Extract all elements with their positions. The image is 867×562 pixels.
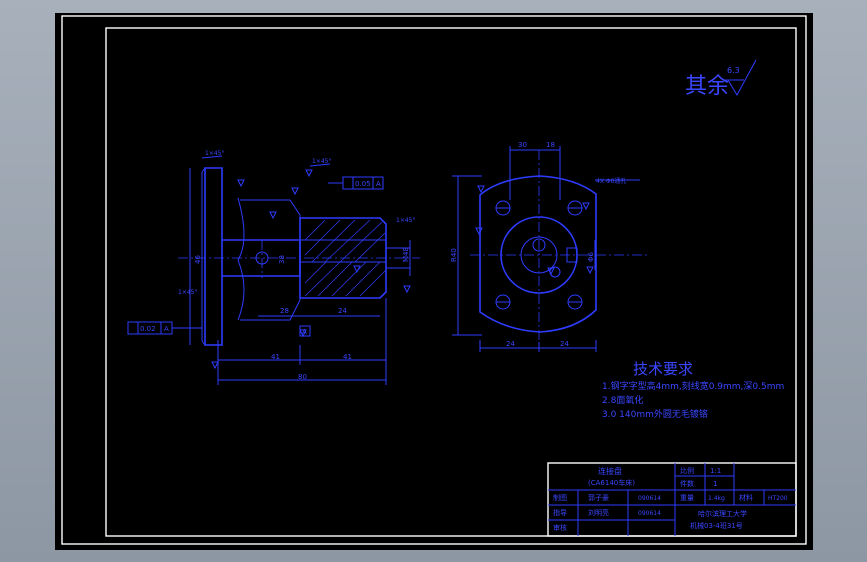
tb-qty-value: 1 xyxy=(713,480,717,488)
tb-material-value: HT200 xyxy=(768,495,788,502)
front-view: 41 41 80 28 24 38 46 M48 1×45° 1×45° 1×4… xyxy=(127,150,420,385)
datum-a: A xyxy=(302,328,307,336)
outer-border xyxy=(61,15,807,545)
hatch-area xyxy=(304,219,387,297)
side-dim-18: 18 xyxy=(546,141,555,149)
tb-checked-date: 090614 xyxy=(638,510,661,517)
tb-approved-label: 审核 xyxy=(553,523,567,532)
dim-24: 24 xyxy=(338,307,347,315)
chamfer-3: 1×45° xyxy=(396,217,415,224)
tb-weight-value: 1.4kg xyxy=(708,495,725,502)
side-dim-phi6: Φ6 xyxy=(587,251,595,262)
side-view: 30 18 4X Φ6通孔 24 24 R40 Φ6 xyxy=(450,141,650,352)
side-dim-24a: 24 xyxy=(506,340,515,348)
perp-value: 0.02 xyxy=(140,325,156,333)
tech-item-3: 3.0 140mm外圆无毛镀铬 xyxy=(602,408,708,420)
roughness-symbol-icon xyxy=(727,59,757,97)
tb-part-name: 连接盘 xyxy=(598,466,622,476)
side-dim-24b: 24 xyxy=(560,340,569,348)
tb-scale-label: 比例 xyxy=(680,466,694,475)
dim-28: 28 xyxy=(280,307,289,315)
tb-drawn-label: 制图 xyxy=(553,493,567,502)
dim-46: 46 xyxy=(194,255,202,264)
tb-weight-label: 重量 xyxy=(680,494,694,502)
tb-school: 哈尔滨理工大学 xyxy=(698,509,747,518)
datum-box xyxy=(299,325,311,337)
thread-m48: M48 xyxy=(402,247,410,262)
flatness-value: 0.05 xyxy=(355,180,371,188)
chamfer-2: 1×45° xyxy=(312,158,331,165)
chamfer-4: 1×45° xyxy=(178,289,197,296)
side-hole-note: 4X Φ6通孔 xyxy=(596,177,626,185)
tb-drawn-date: 090614 xyxy=(638,495,661,502)
tech-requirements: 技术要求 1.钢字字型高4mm,刻线宽0.9mm,深0.5mm 2.8面氧化 3… xyxy=(602,360,784,420)
tb-checked-name: 刘明亮 xyxy=(588,508,609,517)
roughness-note: 其余 6.3 xyxy=(685,59,757,99)
drawing-canvas: 其余 6.3 xyxy=(61,15,807,545)
dim-80: 80 xyxy=(298,373,307,381)
tech-item-2: 2.8面氧化 xyxy=(602,394,643,406)
tb-qty-label: 件数 xyxy=(680,479,694,488)
perpendicularity-frame: 0.02 A xyxy=(127,321,202,335)
chamfer-1: 1×45° xyxy=(205,150,224,157)
flatness-frame: 0.05 A xyxy=(328,176,384,190)
tb-checked-label: 指导 xyxy=(553,508,567,517)
side-dim-r40: R40 xyxy=(450,248,458,262)
tech-item-1: 1.钢字字型高4mm,刻线宽0.9mm,深0.5mm xyxy=(602,380,784,392)
flatness-ref: A xyxy=(376,180,381,188)
perp-ref: A xyxy=(164,325,169,333)
roughness-value: 6.3 xyxy=(727,66,740,75)
tb-material-label: 材料 xyxy=(739,493,753,502)
roughness-label: 其余 xyxy=(685,74,729,99)
dim-41b: 41 xyxy=(343,353,352,361)
tb-class: 机械03-4班31号 xyxy=(690,521,743,530)
cad-viewport[interactable]: 其余 6.3 xyxy=(55,13,813,550)
inner-border xyxy=(105,27,797,537)
tb-drawn-name: 郭子豪 xyxy=(588,493,609,502)
dim-41a: 41 xyxy=(271,353,280,361)
side-dim-30: 30 xyxy=(518,141,527,149)
tb-scale-value: 1:1 xyxy=(710,467,721,475)
dim-38: 38 xyxy=(278,255,286,264)
title-block: 连接盘 (CA6140车床) 比例 1:1 件数 1 制图 郭子豪 090614… xyxy=(547,462,797,537)
tb-part-sub: (CA6140车床) xyxy=(588,478,635,487)
tech-title: 技术要求 xyxy=(633,360,693,378)
